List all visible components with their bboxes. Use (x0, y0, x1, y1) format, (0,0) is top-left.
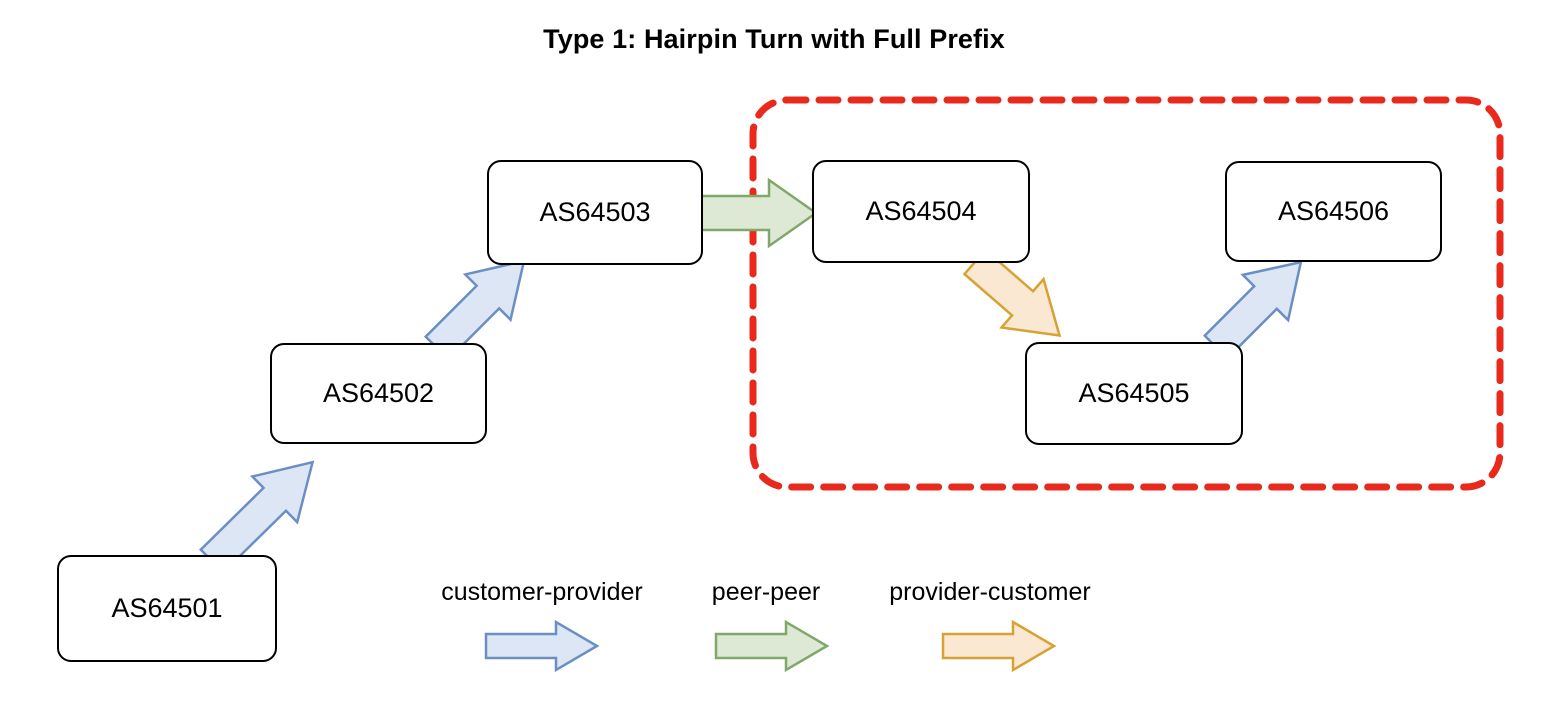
legend-arrow-peer-peer (714, 619, 830, 673)
hairpin-region-box (749, 96, 1504, 491)
node-as64503[interactable]: AS64503 (487, 160, 703, 265)
node-label: AS64503 (539, 197, 651, 227)
node-label: AS64501 (111, 593, 223, 623)
node-as64506[interactable]: AS64506 (1225, 161, 1442, 262)
node-label: AS64502 (322, 378, 435, 408)
node-as64501[interactable]: AS64501 (57, 555, 277, 662)
node-as64505[interactable]: AS64505 (1025, 342, 1243, 445)
legend-arrow-customer-provider (484, 619, 600, 673)
node-label: AS64506 (1277, 196, 1390, 226)
node-as64502[interactable]: AS64502 (270, 343, 487, 444)
legend-label-provider-customer: provider-customer (889, 578, 1091, 606)
node-label: AS64504 (865, 196, 977, 226)
edge-as64503-as64504 (699, 177, 819, 249)
node-as64504[interactable]: AS64504 (812, 160, 1030, 263)
legend-arrow-provider-customer (941, 619, 1057, 673)
page-title: Type 1: Hairpin Turn with Full Prefix (543, 24, 1005, 54)
legend-label-peer-peer: peer-peer (711, 578, 821, 606)
node-label: AS64505 (1078, 378, 1190, 408)
edge-as64504-as64505 (962, 248, 1062, 337)
legend-label-customer-provider: customer-provider (441, 578, 643, 606)
